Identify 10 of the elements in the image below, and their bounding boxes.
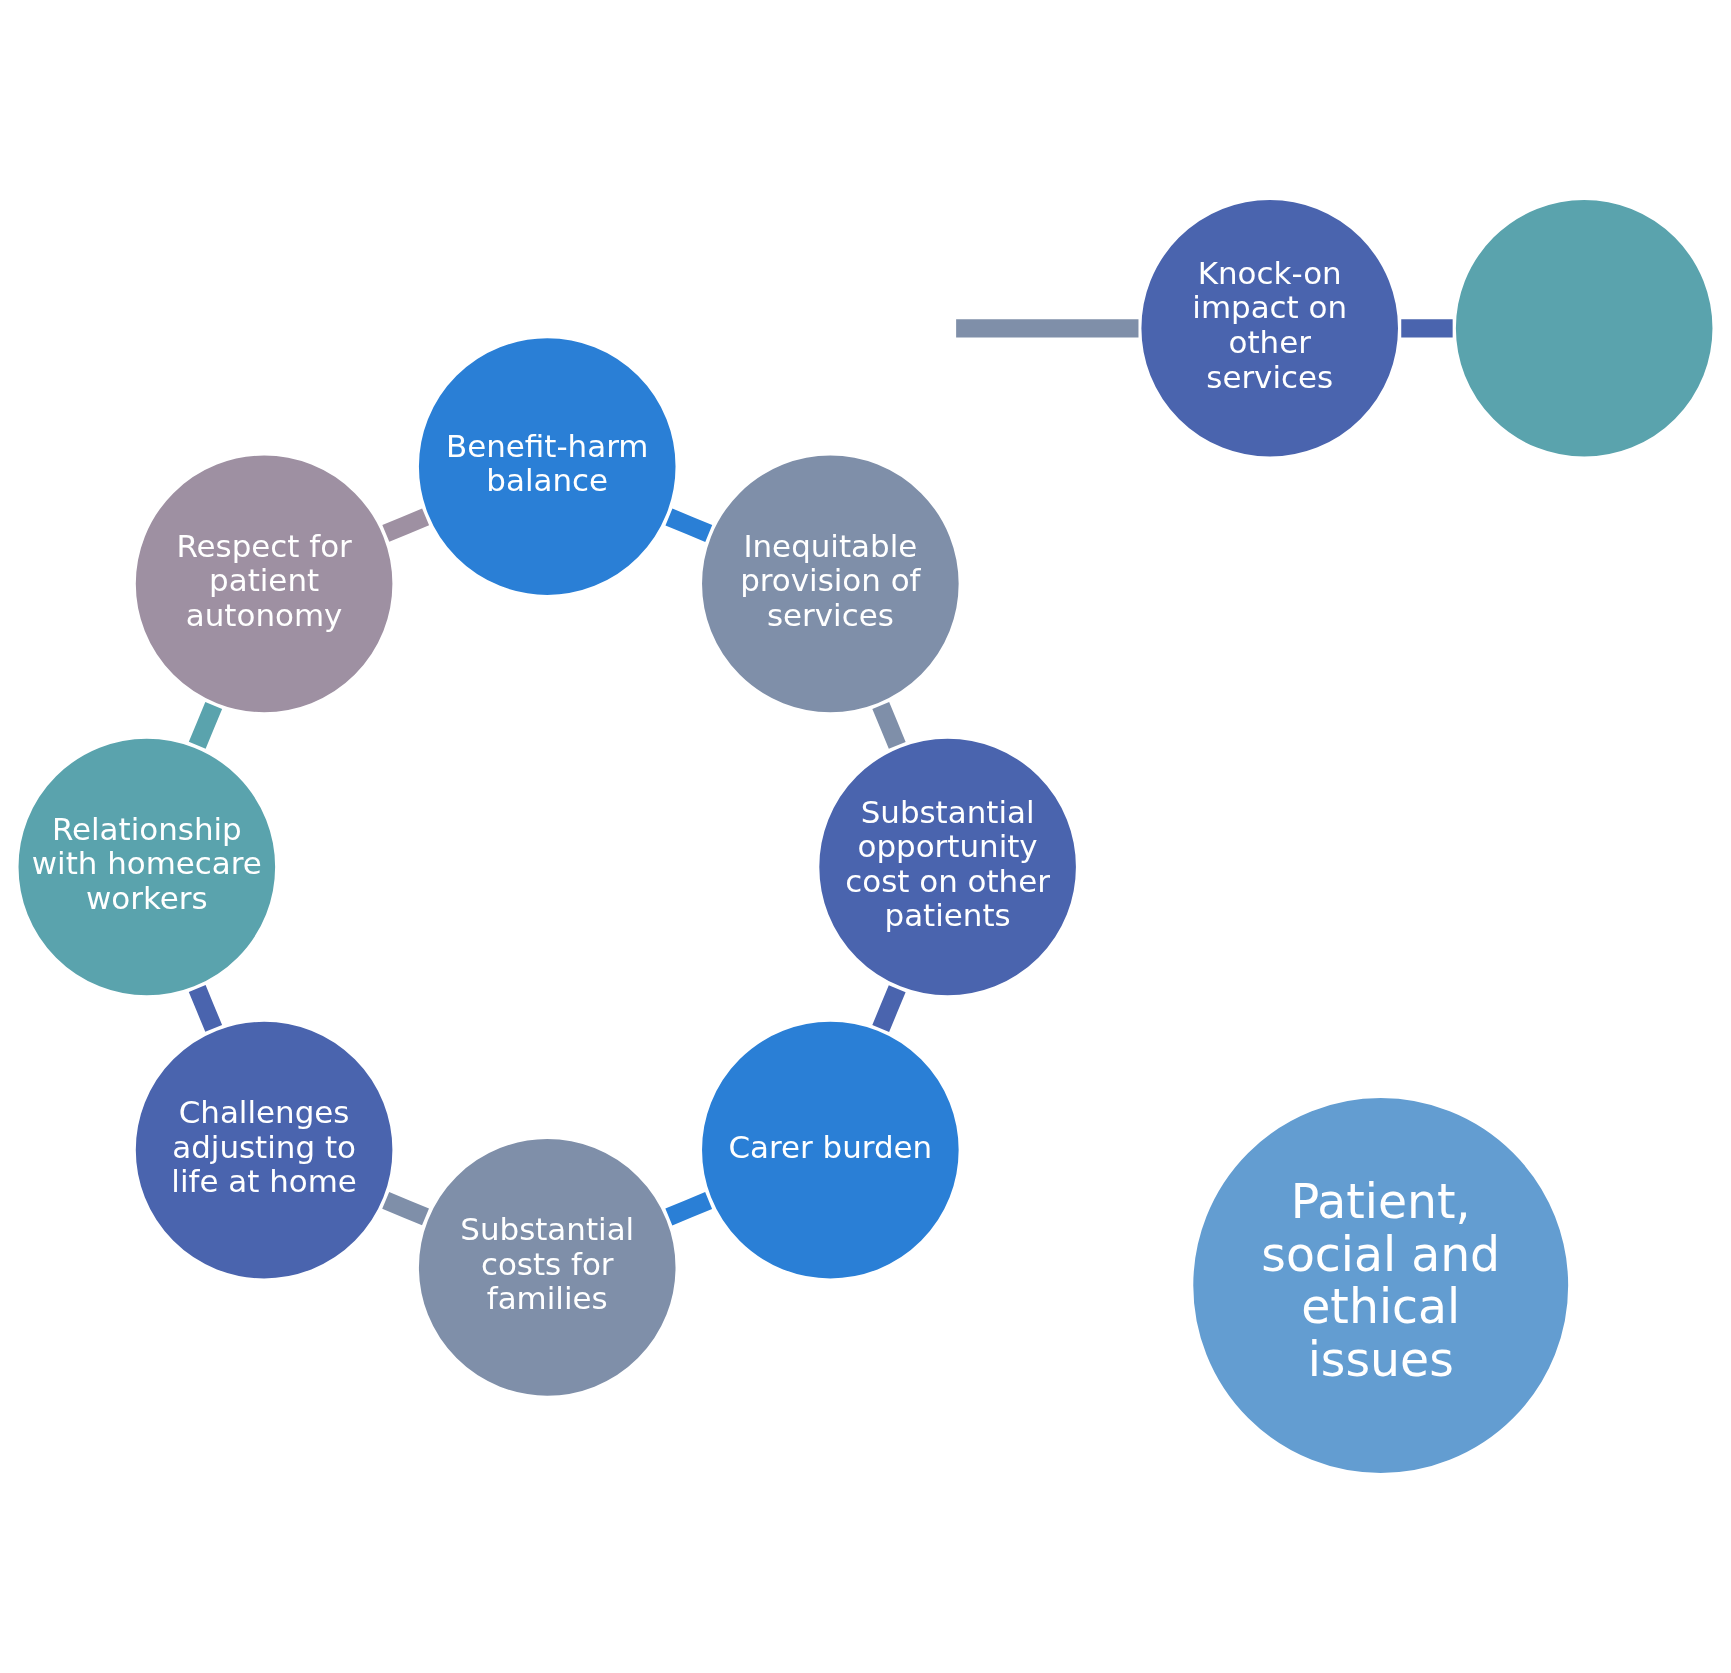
connector [872, 702, 906, 749]
connector [956, 319, 1139, 338]
connector [188, 702, 223, 749]
connector [872, 985, 906, 1032]
connector [665, 508, 713, 542]
connector [382, 1192, 429, 1226]
connector [665, 1192, 713, 1226]
connector [382, 508, 430, 542]
connector [188, 985, 223, 1032]
connector [1401, 319, 1453, 338]
